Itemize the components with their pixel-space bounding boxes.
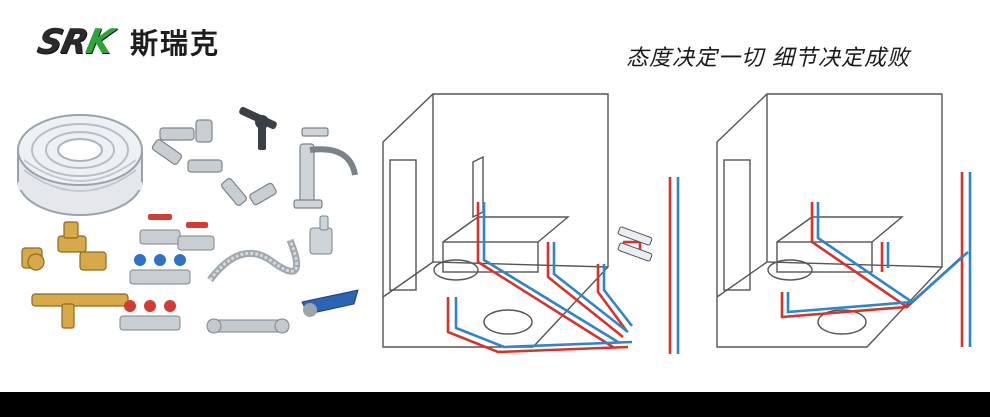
brand-logo: SRK 斯瑞克 <box>34 22 221 62</box>
product-collage <box>17 106 359 334</box>
faucet-image <box>293 127 358 209</box>
cold-water-pipes <box>454 177 680 354</box>
key-tool-image <box>239 106 277 150</box>
footer-bar <box>0 392 990 417</box>
slogan: 态度决定一切 细节决定成败 <box>626 46 910 71</box>
braided-hose-image <box>207 238 301 283</box>
hot-water-pipes <box>446 177 672 354</box>
pipe-cutter-image <box>301 289 359 317</box>
bathroom-piping-diagram-series <box>716 93 972 348</box>
valves-image <box>119 214 215 331</box>
logo-chinese-name: 斯瑞克 <box>130 27 221 60</box>
mounting-plate-image <box>206 318 290 334</box>
cold-water-pipes <box>786 172 972 347</box>
banner: SRK 斯瑞克 态度决定一切 细节决定成败 <box>17 22 972 354</box>
bathroom-piping-diagram-manifold <box>382 93 680 354</box>
silver-fittings-image <box>151 119 277 206</box>
manifold-icon <box>617 226 653 262</box>
logo-mark: SRK <box>33 22 117 62</box>
pipe-coil-image <box>17 114 143 216</box>
angle-valve-image <box>309 215 333 255</box>
brass-fittings-image <box>21 221 129 329</box>
